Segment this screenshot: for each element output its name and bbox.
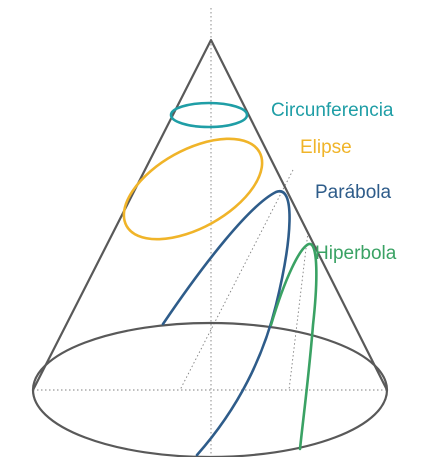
- parabola-section: [161, 189, 291, 457]
- circle-label: Circunferencia: [271, 100, 394, 121]
- parabola-plane-trace: [179, 169, 294, 391]
- hyperbola-section: [269, 242, 318, 451]
- circle-section: [169, 101, 249, 129]
- parabola-label: Parábola: [315, 182, 391, 203]
- cone-outline: [32, 38, 388, 391]
- hyperbola-label: Hiperbola: [315, 243, 397, 264]
- ellipse-label: Elipse: [300, 137, 352, 158]
- cone-base: [31, 321, 389, 457]
- hyperbola-plane-trace: [288, 231, 309, 391]
- ellipse-section: [122, 137, 264, 241]
